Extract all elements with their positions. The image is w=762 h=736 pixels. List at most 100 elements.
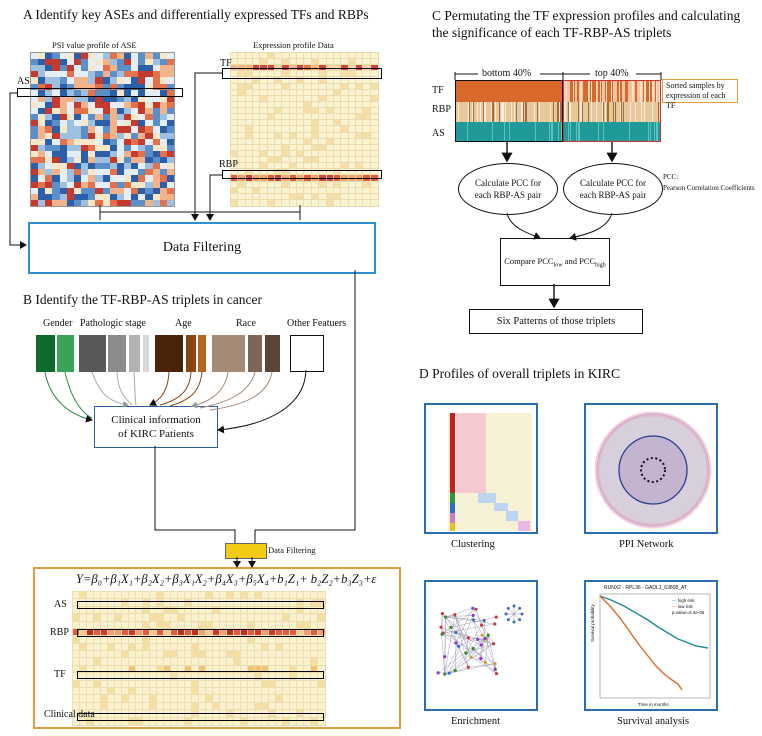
clinical-row-box [77, 713, 324, 721]
clustering-heatmap [448, 413, 532, 531]
survival-plot-title: RUNX2 - RPL36 - GADL1_63808_AT [604, 585, 688, 591]
clinical-info-box: Clinical information of KIRC Patients [94, 406, 218, 448]
category-other-features: Other Featuers [287, 318, 347, 329]
stage-swatch-2 [108, 335, 126, 372]
bottom-group-box [455, 80, 563, 142]
panel-c-title-line1: C Permutating the TF expression profiles… [432, 8, 741, 23]
as-psi-strip [455, 122, 661, 142]
sorted-note-box: Sorted samples by expression of each TF [662, 79, 738, 110]
age-swatch-3 [198, 335, 206, 372]
as-row-box [77, 601, 324, 609]
panel-c-title-line2: the significance of each TF-RBP-AS tripl… [432, 25, 672, 40]
rbp-selection-box [222, 170, 382, 179]
stage-swatch-1 [79, 335, 106, 372]
top-group-box [563, 80, 661, 142]
survival-legend: — high risk — low risk p.value=6.4e-06 [672, 598, 704, 616]
caption-clustering: Clustering [451, 539, 495, 550]
six-patterns-box: Six Patterns of those triplets [469, 309, 643, 334]
legend-high-risk: — high risk [672, 598, 695, 603]
c-row-tf: TF [432, 85, 444, 96]
ppi-network-graphic [594, 411, 712, 529]
data-filtering-box-a: Data Filtering [28, 222, 376, 274]
caption-enrichment: Enrichment [451, 716, 500, 727]
tf-selection-box [222, 68, 382, 79]
survival-curves [599, 593, 711, 699]
race-swatch-1 [212, 335, 245, 372]
calc-pcc-low-line2: each RBP-AS pair [474, 190, 542, 200]
category-pathologic-stage: Pathologic stage [80, 318, 146, 329]
clinical-info-line1: Clinical information [111, 414, 201, 426]
as-tag-a: AS [17, 76, 30, 87]
calc-pcc-high-line1: Calculate PCC for [580, 178, 646, 188]
tf-row-box [77, 671, 324, 679]
cluster-bar-yellow [450, 523, 455, 531]
panel-c-title: C Permutating the TF expression profiles… [432, 7, 740, 41]
bottom-40-label: bottom 40% [482, 68, 532, 79]
compare-text: Compare PCC [504, 255, 554, 266]
age-swatch-2 [186, 335, 196, 372]
age-swatch-1 [155, 335, 183, 372]
calc-pcc-high-ellipse: Calculate PCC for each RBP-AS pair [563, 163, 663, 215]
row-label-tf: TF [54, 669, 66, 680]
compare-pcc-box: Compare PCClow and PCChigh [500, 238, 610, 286]
cluster-bar-pink [450, 513, 455, 523]
rbp-expression-strip [455, 102, 661, 122]
race-swatch-3 [265, 335, 280, 372]
panel-a-title: A Identify key ASEs and differentially e… [23, 7, 369, 22]
cluster-bar-blue [450, 503, 455, 513]
regression-formula: Y=β₀+β₁X₁+β₂X₂+β₃X₁X₂+β₄X₃+β₅X₄+b₁Z₁+ b₂… [76, 572, 377, 586]
tf-expression-strip [455, 80, 661, 102]
row-label-clinical: Clinical data [44, 709, 95, 720]
clustering-thumbnail [424, 403, 538, 534]
category-race: Race [236, 318, 256, 329]
gender-swatch-2 [57, 335, 74, 372]
triplet-model-box [33, 567, 401, 729]
calc-pcc-high-line2: each RBP-AS pair [579, 190, 647, 200]
category-age: Age [175, 318, 192, 329]
sorted-note-line2: expression of each TF [666, 91, 726, 110]
pcc-def-line2: Pearson Correlation Coefficients [663, 184, 755, 192]
gender-swatch-1 [36, 335, 55, 372]
compare-and: and PCC [562, 255, 596, 266]
legend-low-risk: — low risk [672, 604, 693, 609]
survival-xlabel: Time in months [638, 702, 669, 707]
legend-pvalue: p.value=6.4e-06 [672, 610, 705, 615]
c-row-as: AS [432, 128, 445, 139]
survival-thumbnail: RUNX2 - RPL36 - GADL1_63808_AT Survival … [584, 580, 718, 711]
rbp-row-box [77, 629, 324, 637]
c-row-rbp: RBP [432, 104, 451, 115]
data-filtering-tag-b: Data Filtering [268, 545, 316, 555]
category-gender: Gender [43, 318, 73, 329]
stage-swatch-3 [129, 335, 140, 372]
rbp-tag-a: RBP [219, 159, 238, 170]
caption-survival: Survival analysis [617, 716, 690, 727]
psi-heatmap [30, 52, 175, 207]
pcc-definition: PCC: Pearson Correlation Coefficients [663, 172, 755, 194]
ppi-network-thumbnail [584, 403, 718, 534]
other-features-swatch [290, 335, 324, 372]
compare-sub-low: low [553, 262, 563, 269]
psi-label: PSI value profile of ASE [52, 40, 137, 50]
filter-yellow-box [225, 543, 267, 559]
calc-pcc-low-ellipse: Calculate PCC for each RBP-AS pair [458, 163, 558, 215]
expression-label: Expression profile Data [253, 40, 334, 50]
as-selection-box [17, 88, 183, 97]
six-patterns-label: Six Patterns of those triplets [496, 316, 616, 327]
panel-d-title: D Profiles of overall triplets in KIRC [419, 366, 620, 381]
compare-sub-high: high [595, 262, 606, 269]
race-swatch-2 [248, 335, 262, 372]
calc-pcc-low-line1: Calculate PCC for [475, 178, 541, 188]
row-label-as: AS [54, 599, 67, 610]
caption-ppi: PPI Network [619, 539, 674, 550]
top-40-label: top 40% [595, 68, 629, 79]
cluster-bar-green [450, 493, 455, 503]
enrichment-network-graphic [436, 604, 524, 676]
data-filtering-label-a: Data Filtering [162, 240, 242, 255]
panel-b-title: B Identify the TF-RBP-AS triplets in can… [23, 292, 262, 307]
cluster-bar-red [450, 413, 455, 493]
sorted-note-line1: Sorted samples by [666, 81, 725, 90]
enrichment-thumbnail [424, 580, 538, 711]
row-label-rbp: RBP [50, 627, 69, 638]
stage-swatch-4 [143, 335, 149, 372]
